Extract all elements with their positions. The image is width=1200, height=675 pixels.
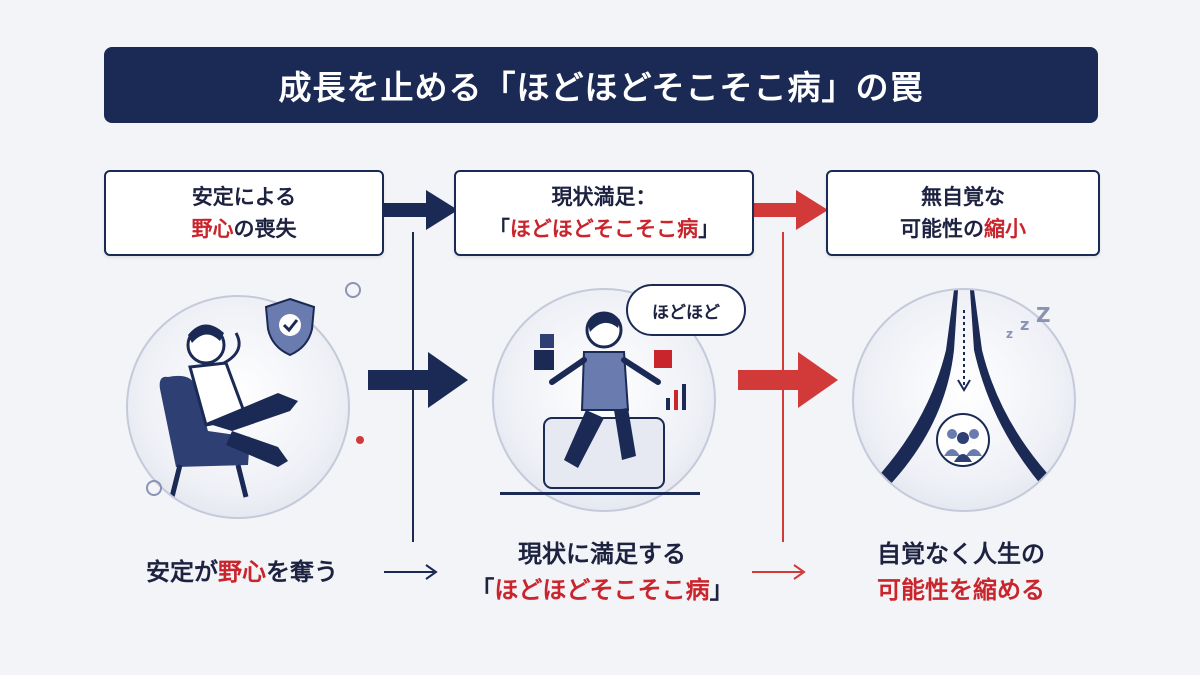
step2-label-box: 現状満足： 「ほどほどそこそこ病」 [454,170,754,256]
step3-label-pre: 可能性の [900,217,984,241]
arrow-thin-red [752,564,806,580]
step2-caption-line1: 現状に満足する [518,540,686,568]
svg-text:z: z [1006,327,1013,341]
person-juggling-boxes-icon [534,311,672,489]
step1-caption-line: 安定が野心を奪う [146,554,338,590]
step2-label-close: 」 [698,217,720,241]
step3-label-box: 無自覚な 可能性の縮小 [826,170,1100,256]
svg-text:z: z [1020,315,1029,334]
step2-label-line1: 現状満足： [551,185,657,209]
svg-text:Z: Z [1036,303,1051,327]
step1-label-rest: の喪失 [233,217,297,241]
step2-label-highlight: ほどほどそこそこ病 [509,217,699,241]
step1-label-highlight: 野心 [191,217,234,241]
step3-illustration [852,288,1076,512]
speech-bubble: ほどほど [626,284,746,336]
step1-label-line2: 野心の喪失 [192,213,297,245]
narrowing-road-icon [854,290,1074,510]
shield-check-icon [264,297,316,357]
arrow-right-navy-top [380,190,458,230]
step3-caption: 自覚なく人生の 可能性を縮める [826,534,1096,610]
arrow-thin-navy [384,564,438,580]
step1-caption: 安定が野心を奪う [104,552,380,592]
speech-bubble-text: ほどほど [652,302,720,323]
step2-label-open: 「 [488,217,510,241]
person-relaxing-in-armchair-icon [159,324,298,498]
step1-illustration [126,295,350,519]
arrow-right-red-top [750,190,828,230]
step1-caption-pre: 安定が [146,558,218,586]
arrow-right-red-mid [738,352,838,408]
title-banner: 成長を止める「ほどほどそこそこ病」の罠 [104,47,1098,123]
step3-label-line1: 無自覚な [921,185,1005,209]
page-title: 成長を止める「ほどほどそこそこ病」の罠 [278,68,924,107]
step1-label-line1: 安定による [191,185,297,209]
ground-line [500,492,700,495]
step3-caption-line1: 自覚なく人生の [877,540,1045,568]
step1-label-box: 安定による 野心の喪失 [104,170,384,256]
step2-caption-highlight: ほどほどそこそこ病 [494,576,710,604]
bar-chart-icon [666,384,686,410]
arrow-right-navy-mid [368,352,468,408]
step1-caption-highlight: 野心 [218,558,266,586]
step2-caption: 現状に満足する 「ほどほどそこそこ病」 [430,534,774,610]
step2-label-line2: 「ほどほどそこそこ病」 [489,213,719,245]
step1-caption-post: を奪う [266,558,338,586]
decor-dot-red [356,436,364,444]
step3-label-highlight: 縮小 [984,217,1026,241]
step2-caption-open: 「 [470,576,495,604]
group-of-people-icon [936,413,990,467]
step2-caption-line2: 「ほどほどそこそこ病」 [470,572,733,608]
step3-caption-line2: 可能性を縮める [877,576,1045,604]
decor-dot [146,480,162,496]
step2-caption-close: 」 [709,576,734,604]
sleeping-zzz-icon: z z Z [1006,303,1051,341]
decor-dot [345,282,361,298]
step3-label-line2: 可能性の縮小 [900,213,1026,245]
